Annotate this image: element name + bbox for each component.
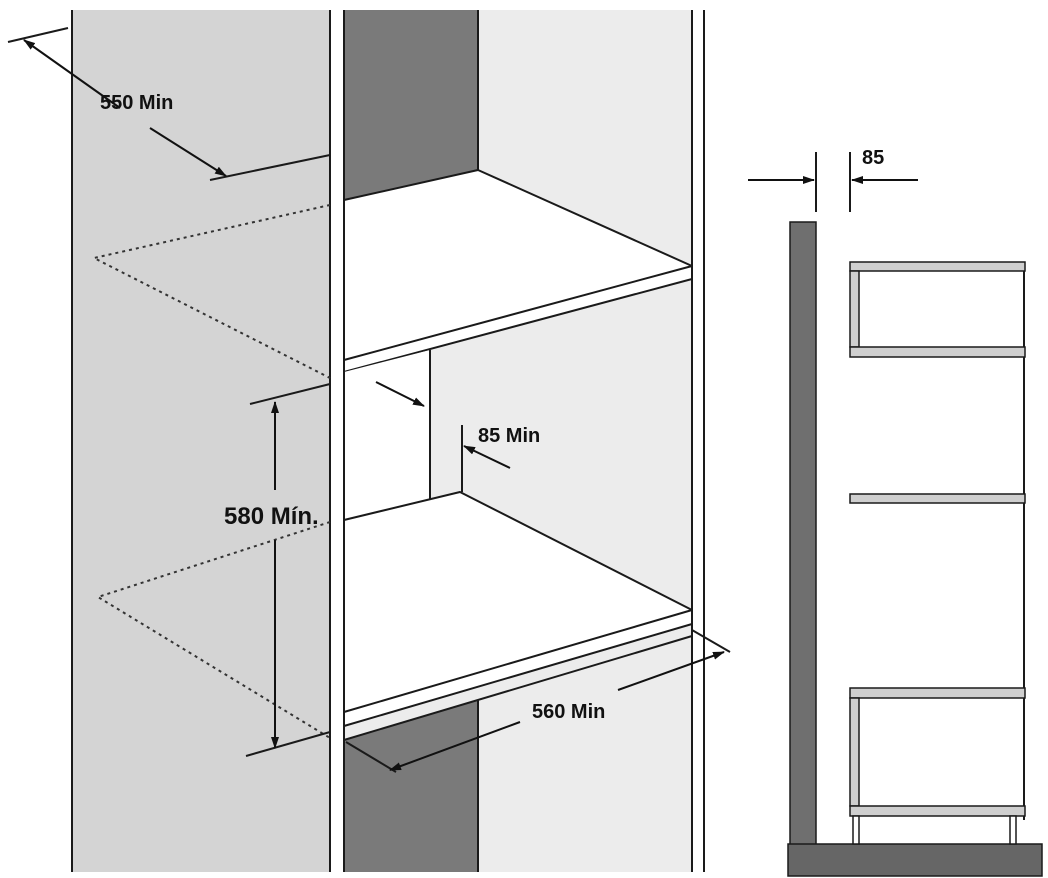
depth-dimension: 550 Min xyxy=(7,27,331,181)
height-min-label: 580 Mín. xyxy=(224,503,319,530)
rear-gap-min-label: 85 Min xyxy=(478,425,540,447)
cabinet-left-side-panel xyxy=(72,10,330,872)
rear-gap-dimension: 85 Min xyxy=(375,381,540,492)
height-dimension: 580 Mín. xyxy=(224,383,331,757)
depth-min-label: 550 Min xyxy=(100,92,173,114)
cabinet-base xyxy=(787,843,1043,877)
side-gap-dimension: 85 xyxy=(748,147,918,212)
cabinet-leg-front xyxy=(852,815,860,845)
cabinet-leg-rear xyxy=(1009,815,1017,845)
dark-panel-top xyxy=(344,10,478,200)
width-min-label: 560 Min xyxy=(532,701,605,723)
niche-side-wall xyxy=(344,350,430,520)
middle-rail xyxy=(849,493,1026,504)
dark-panel-bottom xyxy=(344,700,478,872)
side-gap-label: 85 xyxy=(862,147,884,169)
side-elevation-view: 85 xyxy=(748,147,1043,877)
cabinet-perspective-view: 550 Min 580 Mín. 85 Min 560 Min xyxy=(7,10,731,872)
wall-post xyxy=(789,221,817,849)
width-dimension: 560 Min xyxy=(345,629,731,773)
